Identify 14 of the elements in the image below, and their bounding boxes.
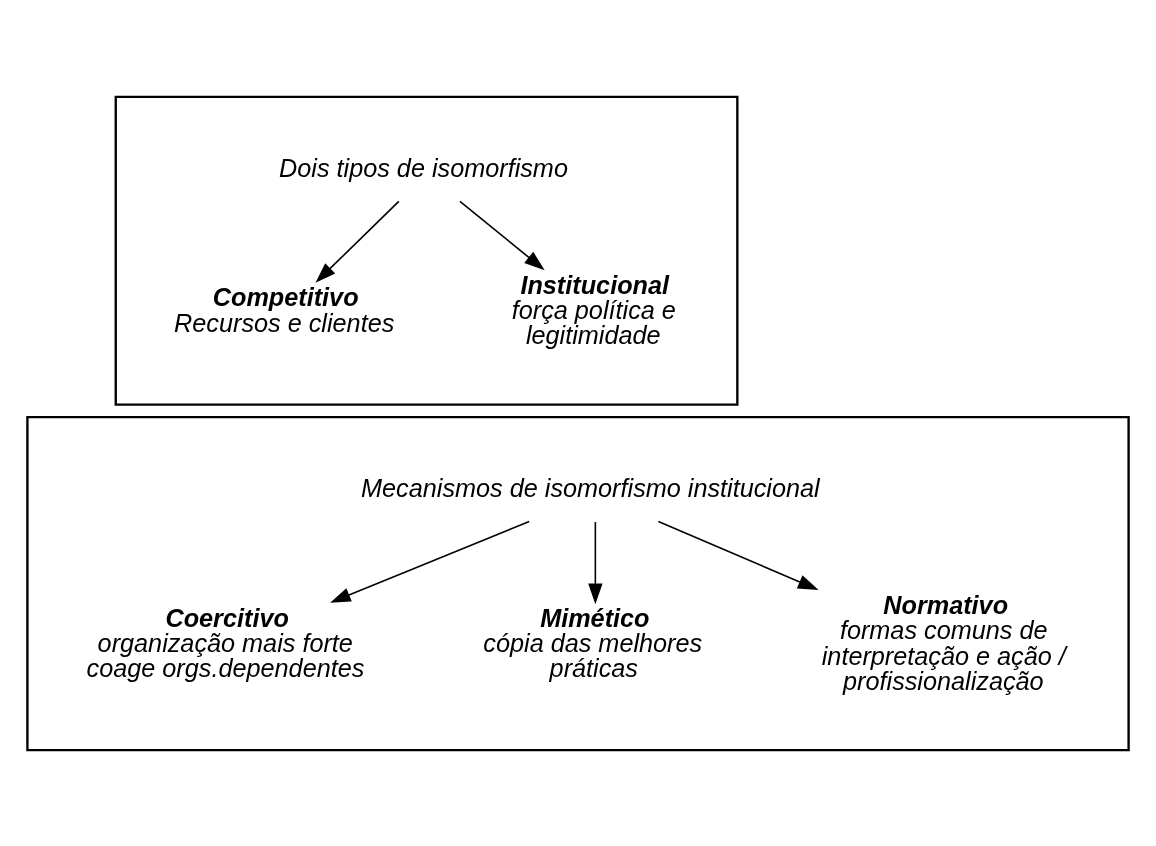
cluster (114, 95, 739, 406)
node-text: Normativo formas comuns de interpretação e ação / profissionalização (821, 590, 1066, 695)
arrow (459, 200, 545, 270)
node-text: Competitivo Recursos e clientes (174, 282, 395, 337)
cluster (26, 415, 1130, 751)
node-text: Coercitivo organização mais forte coage orgs.dependentes (86, 603, 365, 682)
arrow (315, 200, 400, 283)
arrow (588, 520, 603, 604)
arrow (657, 520, 819, 590)
node-text: Dois tipos de isomorfismo (279, 153, 568, 182)
node-text: Mimético cópia das melhores práticas (483, 603, 703, 682)
arrow (330, 520, 530, 603)
node-text: Institucional força política e legitimidade (511, 270, 676, 349)
node-text: Mecanismos de isomorfismo institucional (361, 473, 820, 502)
